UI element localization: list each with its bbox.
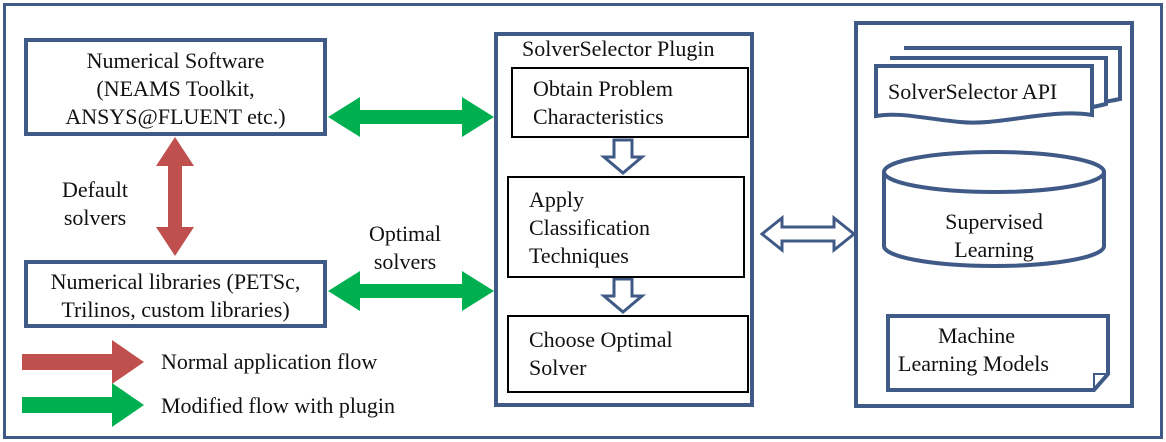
- step2-line-3: Techniques: [529, 243, 629, 268]
- legend-normal-label: Normal application flow: [161, 349, 378, 374]
- optimal-solvers-line-1: Optimal: [368, 221, 442, 246]
- api-label: SolverSelector API: [888, 79, 1058, 104]
- legend-green-arrow: [22, 383, 144, 427]
- default-solvers-label: Default solvers: [40, 176, 150, 232]
- step-obtain-characteristics: Obtain Problem Characteristics: [511, 67, 749, 138]
- step3-line-1: Choose Optimal: [529, 327, 673, 352]
- step2-line-1: Apply: [529, 187, 584, 212]
- step1-line-2: Characteristics: [533, 104, 664, 129]
- models-document-icon: [886, 314, 1110, 392]
- api-document-stack: [874, 46, 1122, 125]
- numerical-software-text: Numerical Software (NEAMS Toolkit, ANSYS…: [28, 47, 323, 131]
- libraries-line-1: Numerical libraries (PETSc,: [50, 269, 301, 294]
- default-solvers-line-2: solvers: [63, 205, 127, 230]
- numerical-libraries-box: Numerical libraries (PETSc, Trilinos, cu…: [24, 260, 327, 328]
- step3-line-2: Solver: [529, 355, 587, 380]
- numerical-libraries-text: Numerical libraries (PETSc, Trilinos, cu…: [28, 268, 323, 324]
- step-down-arrow-2: [599, 277, 647, 314]
- legend-red-arrow: [22, 340, 144, 384]
- libraries-plugin-arrow: [328, 271, 494, 311]
- optimal-solvers-line-2: solvers: [373, 249, 437, 274]
- libraries-line-2: Trilinos, custom libraries): [61, 297, 290, 322]
- numerical-software-box: Numerical Software (NEAMS Toolkit, ANSYS…: [24, 38, 327, 136]
- solverselector-plugin-panel: [494, 32, 754, 407]
- software-line-1: Numerical Software: [86, 48, 265, 73]
- default-solvers-line-1: Default: [62, 177, 128, 202]
- step3-text: Choose Optimal Solver: [529, 326, 673, 382]
- database-line-2: Learning: [954, 237, 1034, 262]
- database-icon: [882, 150, 1106, 268]
- plugin-title: SolverSelector Plugin: [522, 36, 715, 61]
- step2-line-2: Classification: [529, 215, 650, 240]
- software-plugin-arrow: [328, 97, 494, 137]
- step1-text: Obtain Problem Characteristics: [533, 75, 673, 131]
- step-down-arrow-1: [599, 138, 647, 175]
- step2-text: Apply Classification Techniques: [529, 186, 650, 270]
- plugin-api-arrow: [759, 214, 857, 254]
- learning-panel: [854, 21, 1134, 408]
- models-line-1: Machine: [938, 323, 1015, 348]
- outer-frame: [3, 3, 1163, 439]
- machine-learning-models-label: Machine Learning Models: [898, 322, 1108, 378]
- software-line-2: (NEAMS Toolkit,: [96, 76, 255, 101]
- supervised-learning-label: Supervised Learning: [884, 208, 1104, 264]
- models-line-2: Learning Models: [898, 351, 1049, 376]
- database-line-1: Supervised: [945, 209, 1043, 234]
- legend-modified-label: Modified flow with plugin: [161, 393, 396, 418]
- optimal-solvers-label: Optimal solvers: [350, 220, 460, 276]
- step1-line-1: Obtain Problem: [533, 76, 673, 101]
- default-flow-arrow: [156, 137, 194, 256]
- step-choose-optimal-solver: Choose Optimal Solver: [507, 315, 749, 393]
- step-apply-classification: Apply Classification Techniques: [507, 176, 745, 278]
- software-line-3: ANSYS@FLUENT etc.): [65, 104, 286, 129]
